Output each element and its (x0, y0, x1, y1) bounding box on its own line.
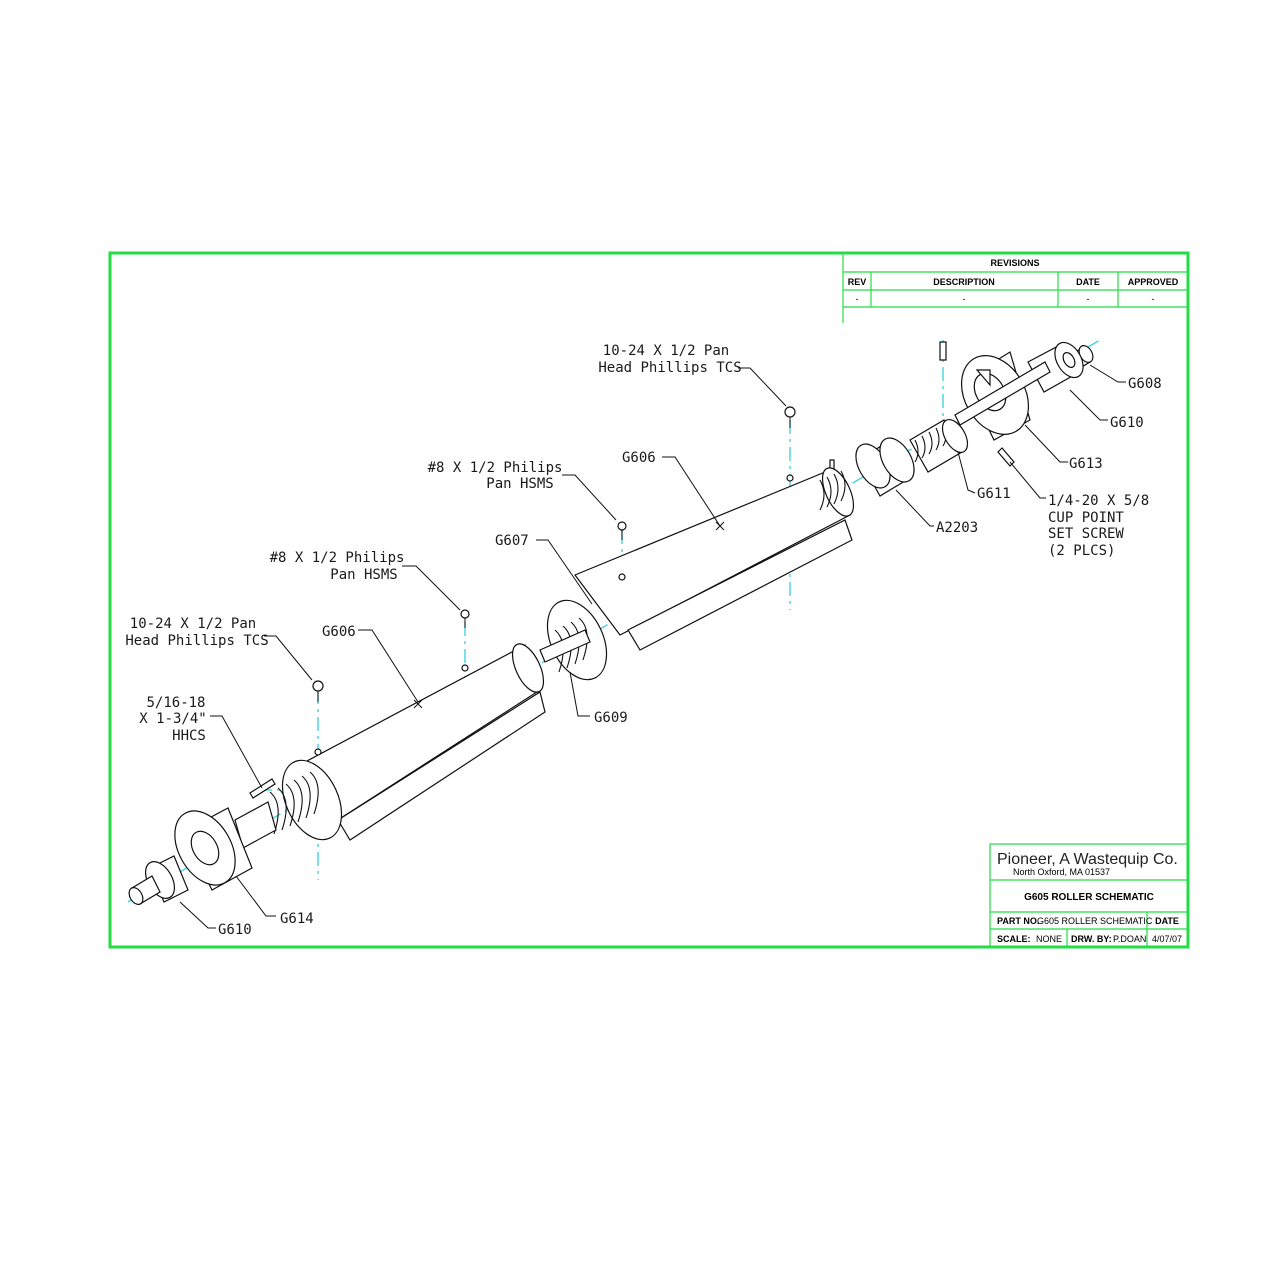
screw-hsms-lower (460, 609, 470, 628)
shaft-stub-left (128, 875, 161, 905)
set-screw-upper (939, 341, 947, 361)
rev-cell: - (856, 294, 859, 304)
callout-set-screw-line4: (2 PLCS) (1048, 543, 1115, 559)
company-address: North Oxford, MA 01537 (1013, 867, 1110, 877)
callout-g608: G608 (1128, 376, 1162, 392)
bearing-flange-g614 (174, 807, 253, 891)
set-screw-lower (997, 447, 1015, 467)
right-end-assembly (829, 341, 1094, 497)
callout-g610-right: G610 (1110, 415, 1144, 431)
end-cap-a2203 (855, 437, 915, 497)
callout-hhcs-line1: 5/16-18 (146, 695, 205, 711)
screw-tcs-upper (784, 406, 796, 428)
callout-screw-tcs-top-line2: Head Phillips TCS (598, 360, 741, 376)
callout-g607: G607 (495, 533, 529, 549)
date-header: DATE (1076, 277, 1100, 287)
approved-cell: - (1152, 294, 1155, 304)
center-shaft-g609 (539, 629, 591, 663)
callout-g606-upper: G606 (622, 450, 656, 466)
date-cell: - (1087, 294, 1090, 304)
description-cell: - (963, 294, 966, 304)
drawing-border (108, 251, 1190, 949)
roller-tube-upper (546, 467, 855, 681)
approved-header: APPROVED (1128, 277, 1179, 287)
callout-hhcs-line3: HHCS (172, 728, 206, 744)
callout-hsms-mid-line1: #8 X 1/2 Philips (428, 460, 563, 476)
callout-hsms-mid-line2: Pan HSMS (486, 476, 553, 492)
rev-header: REV (848, 277, 867, 287)
callout-a2203: A2203 (936, 520, 978, 536)
drawing-title: G605 ROLLER SCHEMATIC (1024, 892, 1154, 903)
coupling-g611 (909, 419, 969, 473)
revisions-title: REVISIONS (990, 258, 1039, 268)
date-value: 4/07/07 (1152, 934, 1182, 944)
callout-set-screw-line3: SET SCREW (1048, 526, 1124, 542)
drawn-by-label: DRW. BY: (1071, 934, 1112, 944)
callout-set-screw-line2: CUP POINT (1048, 510, 1124, 526)
callout-g609: G609 (594, 710, 628, 726)
callout-g614: G614 (280, 911, 314, 927)
roller-tube-lower (269, 643, 546, 841)
hhcs-bolt (249, 778, 276, 799)
callout-g611: G611 (977, 486, 1011, 502)
callout-hhcs-line2: X 1-3/4" (139, 711, 206, 727)
callout-g606-lower: G606 (322, 624, 356, 640)
description-header: DESCRIPTION (933, 277, 995, 287)
date-label: DATE (1155, 916, 1179, 926)
leader-lines (179, 364, 1126, 929)
collar-g610-right (1027, 341, 1084, 393)
company-name: Pioneer, A Wastequip Co. (997, 851, 1178, 868)
title-block (989, 843, 1189, 948)
part-no-label: PART NO. (997, 916, 1039, 926)
drive-shaft (954, 361, 1051, 426)
scale-value: NONE (1036, 934, 1062, 944)
callout-screw-tcs-low-line1: 10-24 X 1/2 Pan (130, 616, 256, 632)
callout-g613: G613 (1069, 456, 1103, 472)
drawn-by-value: P.DOAN (1113, 934, 1146, 944)
scale-label: SCALE: (997, 934, 1031, 944)
screw-hsms-upper (617, 521, 627, 540)
part-no-value: G605 ROLLER SCHEMATIC (1037, 916, 1153, 926)
left-end-assembly (128, 778, 277, 905)
callout-screw-tcs-top-line1: 10-24 X 1/2 Pan (603, 343, 729, 359)
callout-hsms-low-line1: #8 X 1/2 Philips (270, 550, 405, 566)
callout-g610-left: G610 (218, 922, 252, 938)
callout-set-screw-line1: 1/4-20 X 5/8 (1048, 493, 1149, 509)
revisions-table (842, 253, 1188, 323)
screw-tcs-lower (312, 680, 324, 702)
callout-screw-tcs-low-line2: Head Phillips TCS (125, 633, 268, 649)
callout-hsms-low-line2: Pan HSMS (330, 567, 397, 583)
